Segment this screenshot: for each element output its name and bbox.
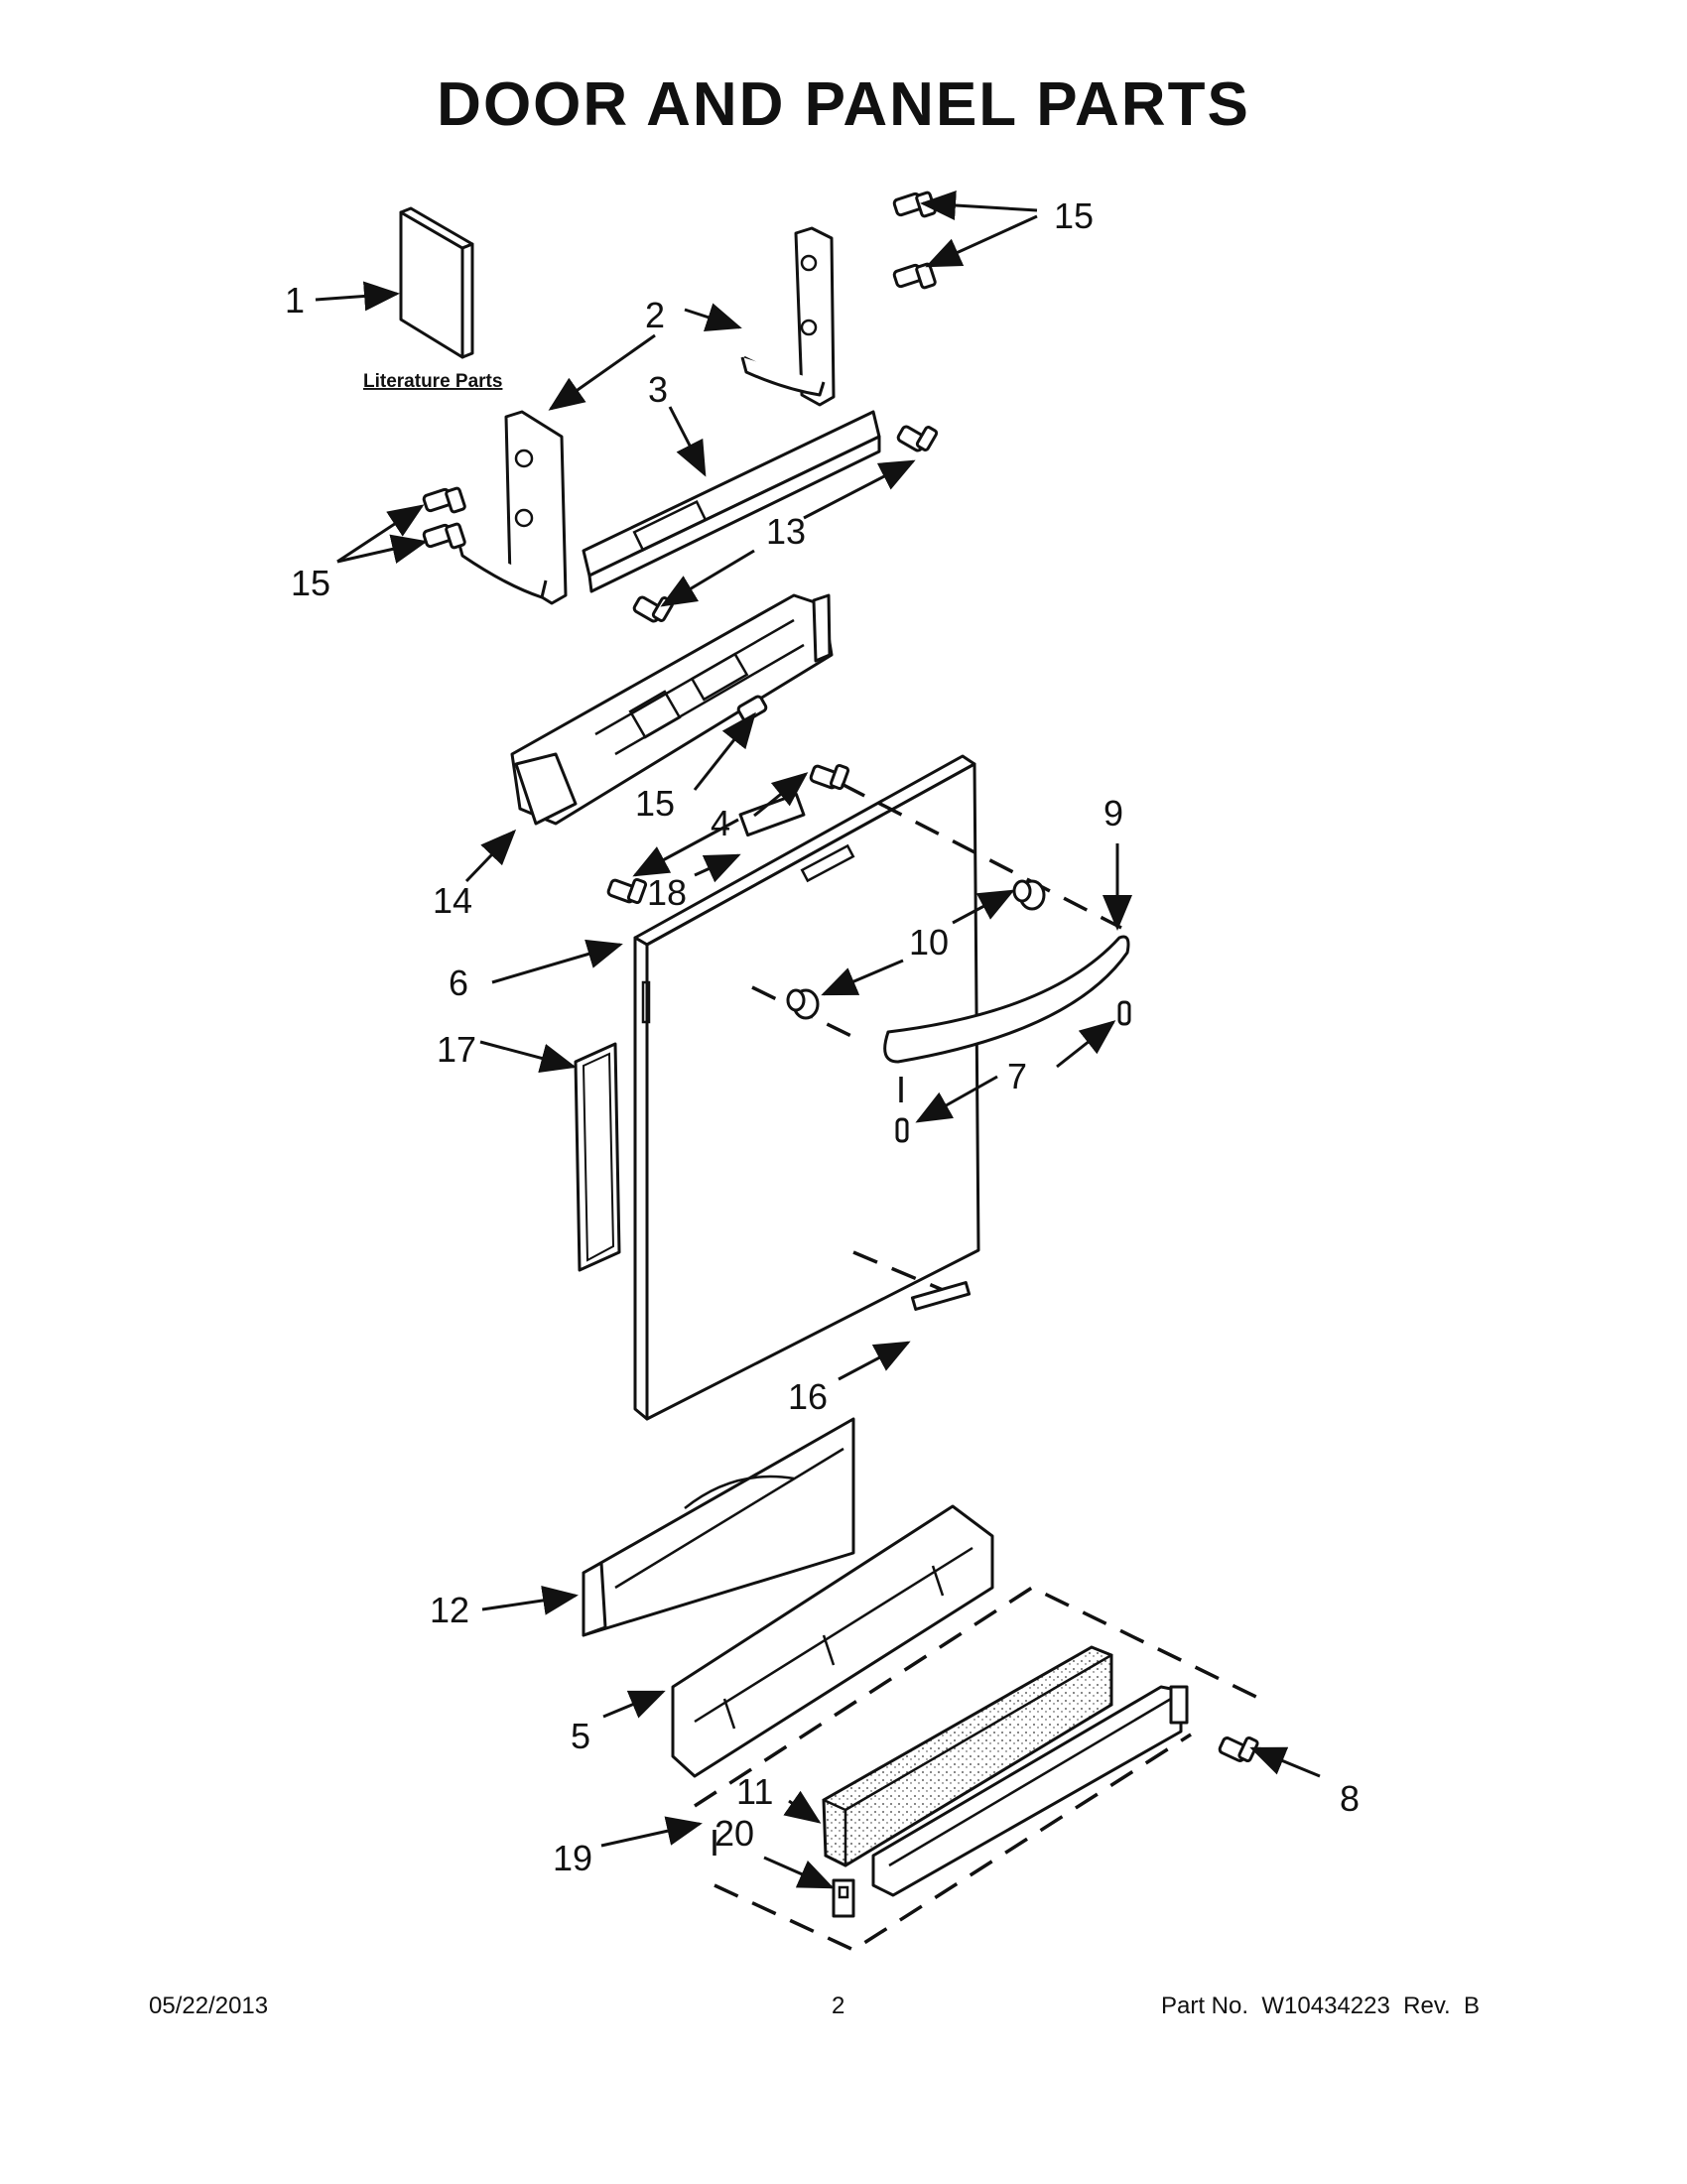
callout-20: 20 <box>714 1813 754 1854</box>
kickplate-outline-bottom <box>713 1733 1192 1952</box>
door-handle <box>883 935 1130 1064</box>
callout-4: 4 <box>711 803 730 843</box>
callout-18: 18 <box>647 872 687 913</box>
side-gasket <box>574 1042 621 1272</box>
literature-booklet <box>399 206 474 359</box>
kickplate-outline-top <box>694 1585 1261 1808</box>
callout-7: 7 <box>1007 1056 1027 1096</box>
alignment-line-badge <box>852 1250 944 1292</box>
callout-8: 8 <box>1340 1778 1360 1819</box>
callout-6: 6 <box>449 963 468 1003</box>
alignment-line-top <box>841 782 1122 930</box>
callout-3: 3 <box>648 369 668 410</box>
footer-page-number: 2 <box>832 1992 845 2019</box>
handle-pin-left <box>895 1117 909 1143</box>
callout-1: 1 <box>285 280 305 321</box>
callout-13: 13 <box>766 511 806 552</box>
panel-screw-top <box>809 763 850 791</box>
left-mounting-bracket <box>456 410 568 605</box>
toe-panel-bracket <box>671 1504 994 1778</box>
callout-2: 2 <box>645 295 665 335</box>
screw-top-right-2 <box>892 262 937 290</box>
kickplate-strip <box>871 1685 1189 1897</box>
callout-5: 5 <box>571 1716 590 1756</box>
callout-17: 17 <box>437 1029 476 1070</box>
control-console <box>510 593 834 826</box>
handle-spacer-right <box>1012 879 1046 911</box>
callout-12: 12 <box>430 1590 469 1630</box>
callout-15-left: 15 <box>291 563 330 603</box>
callout-10: 10 <box>909 922 949 963</box>
callout-11: 11 <box>736 1771 773 1812</box>
footer-date: 05/22/2013 <box>149 1992 269 2019</box>
callout-15-console: 15 <box>635 783 675 824</box>
toe-panel <box>582 1417 855 1637</box>
handle-pin-right <box>1117 1000 1131 1026</box>
handle-spacer-left <box>786 988 820 1020</box>
lower-badge <box>910 1281 972 1311</box>
right-mounting-bracket <box>740 226 836 407</box>
callout-14: 14 <box>433 880 472 921</box>
page-title: DOOR AND PANEL PARTS <box>437 70 1250 139</box>
callout-9: 9 <box>1103 793 1123 834</box>
callout-arrows <box>315 191 1321 1889</box>
foam-insulation <box>822 1645 1113 1867</box>
callout-16: 16 <box>788 1376 828 1417</box>
footer-part-number: Part No. W10434223 Rev. B <box>1161 1992 1481 2019</box>
outer-door-panel <box>633 754 980 1421</box>
rail-screw-right <box>896 425 939 452</box>
literature-parts-label: Literature Parts <box>363 371 502 392</box>
kickplate-screw <box>1218 1735 1259 1763</box>
callout-15-top: 15 <box>1054 195 1094 236</box>
screw-left-1 <box>422 486 466 514</box>
panel-screw-left <box>606 877 648 905</box>
rail-screw-left <box>632 595 675 623</box>
upper-panel-rail <box>582 410 881 593</box>
screw-left-2 <box>422 522 466 550</box>
callout-19: 19 <box>553 1838 592 1878</box>
kickplate-clip <box>832 1878 855 1918</box>
